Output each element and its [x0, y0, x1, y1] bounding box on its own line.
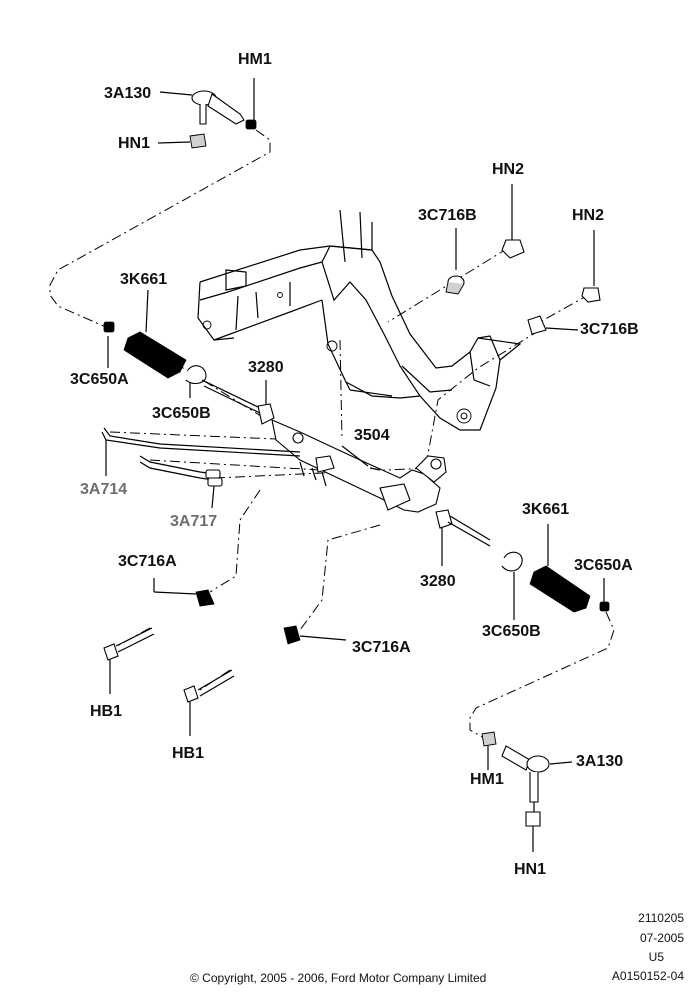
gear-mount-bushings-top: [445, 184, 601, 335]
label-3504: 3504: [354, 427, 390, 444]
label-3a130-bottom: 3A130: [576, 753, 624, 770]
label-3c650a-right: 3C650A: [574, 557, 633, 574]
label-3c716a-mid: 3C716A: [352, 639, 411, 656]
reference-date: 07-2005: [639, 931, 684, 945]
label-3c716b-b: 3C716B: [580, 321, 639, 338]
label-3280-left: 3280: [248, 359, 284, 376]
label-hm1-top: HM1: [238, 51, 272, 68]
label-hn1-top: HN1: [118, 135, 151, 152]
label-3c650a-left: 3C650A: [70, 371, 129, 388]
left-boot-and-inner-tie-rod: [103, 289, 275, 425]
tie-rod-end-top-left: [157, 78, 257, 149]
frame-subframe: [197, 209, 522, 431]
right-inner-tie-rod-and-boot: [435, 509, 610, 620]
label-hb1-mid: HB1: [172, 745, 205, 762]
label-3k661-right: 3K661: [522, 501, 570, 518]
assembly-centerlines: [49, 129, 615, 739]
reference-number: 2110205: [638, 911, 684, 925]
tie-rod-end-bottom-right: [481, 731, 573, 852]
lower-bushings-and-bolts: [103, 578, 347, 736]
label-3k661-left: 3K661: [120, 271, 168, 288]
label-hn2-a: HN2: [492, 161, 525, 178]
drawing-id: A0150152-04: [611, 969, 684, 983]
label-3a130-top: 3A130: [104, 85, 152, 102]
label-3c650b-right: 3C650B: [482, 623, 541, 640]
label-hn2-b: HN2: [572, 207, 605, 224]
label-hn1-bottom: HN1: [514, 861, 547, 878]
pressure-return-lines: [101, 427, 301, 509]
label-3c650b-left: 3C650B: [152, 405, 211, 422]
label-3c716b-a: 3C716B: [418, 207, 477, 224]
label-3c716a-left: 3C716A: [118, 553, 177, 570]
steering-rack-housing: [271, 419, 447, 513]
copyright-notice: © Copyright, 2005 - 2006, Ford Motor Com…: [190, 971, 487, 985]
reference-code: U5: [648, 950, 664, 964]
label-3a717: 3A717: [170, 513, 218, 530]
label-3a714: 3A714: [80, 481, 128, 498]
label-3280-right: 3280: [420, 573, 456, 590]
label-hm1-bottom: HM1: [470, 771, 504, 788]
label-hb1-left: HB1: [90, 703, 123, 720]
